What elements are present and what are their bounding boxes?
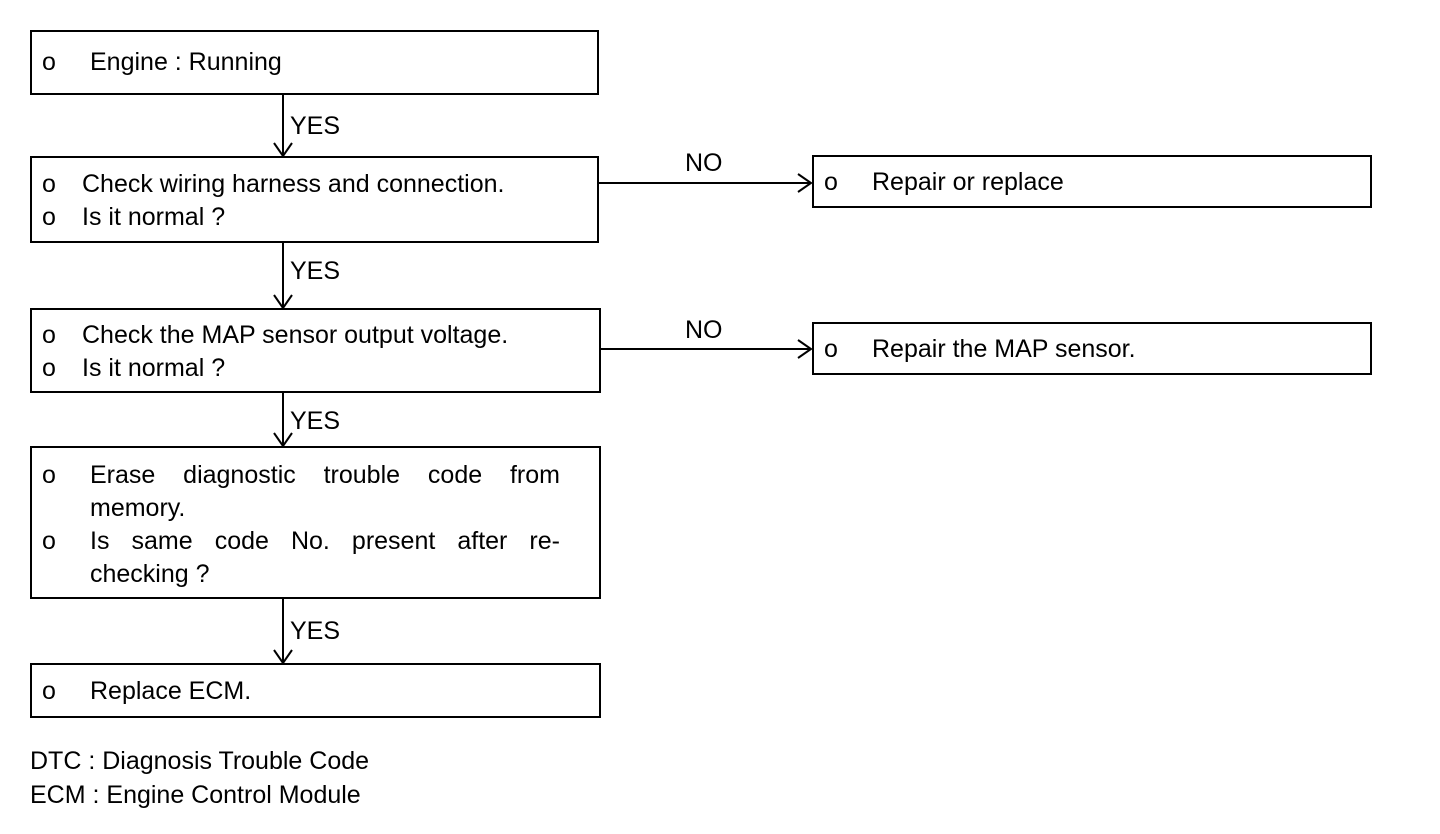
item-text: Erase diagnostic trouble code from memor…: [90, 461, 560, 522]
bullet: o: [42, 354, 56, 382]
bullet: o: [824, 335, 838, 363]
box-replace-ecm: o Replace ECM.: [30, 663, 601, 718]
box-engine-running: o Engine : Running: [30, 30, 599, 95]
label-no: NO: [685, 149, 723, 177]
bullet: o: [42, 527, 56, 555]
bullet: o: [42, 321, 56, 349]
label-no: NO: [685, 316, 723, 344]
label-yes: YES: [290, 617, 341, 645]
box-repair-map-sensor: o Repair the MAP sensor.: [812, 322, 1372, 375]
item-text: Is same code No. present after re-checki…: [90, 527, 560, 588]
box-check-wiring: o Check wiring harness and connection. o…: [30, 156, 599, 243]
bullet: o: [824, 168, 838, 196]
label-yes: YES: [290, 257, 341, 285]
legend-dtc: DTC : Diagnosis Trouble Code: [30, 747, 370, 775]
label-yes: YES: [290, 407, 341, 435]
bullet: o: [42, 461, 56, 489]
bullet: o: [42, 203, 56, 231]
bullet: o: [42, 170, 56, 198]
label-yes: YES: [290, 112, 341, 140]
item-text: Check wiring harness and connection.: [82, 170, 505, 198]
item-text: Repair or replace: [872, 168, 1064, 196]
bullet: o: [42, 48, 56, 76]
item-text: Check the MAP sensor output voltage.: [82, 321, 509, 349]
item-text: Replace ECM.: [90, 677, 252, 705]
item-text: Is it normal ?: [82, 354, 226, 382]
box-check-map-sensor: o Check the MAP sensor output voltage. o…: [30, 308, 601, 393]
item-text: Repair the MAP sensor.: [872, 335, 1136, 363]
box-repair-or-replace: o Repair or replace: [812, 155, 1372, 208]
item-text: Is it normal ?: [82, 203, 226, 231]
bullet: o: [42, 677, 56, 705]
legend-ecm: ECM : Engine Control Module: [30, 781, 361, 809]
item-text: Engine : Running: [90, 48, 282, 76]
box-erase-dtc: o Erase diagnostic trouble code from mem…: [30, 446, 601, 599]
